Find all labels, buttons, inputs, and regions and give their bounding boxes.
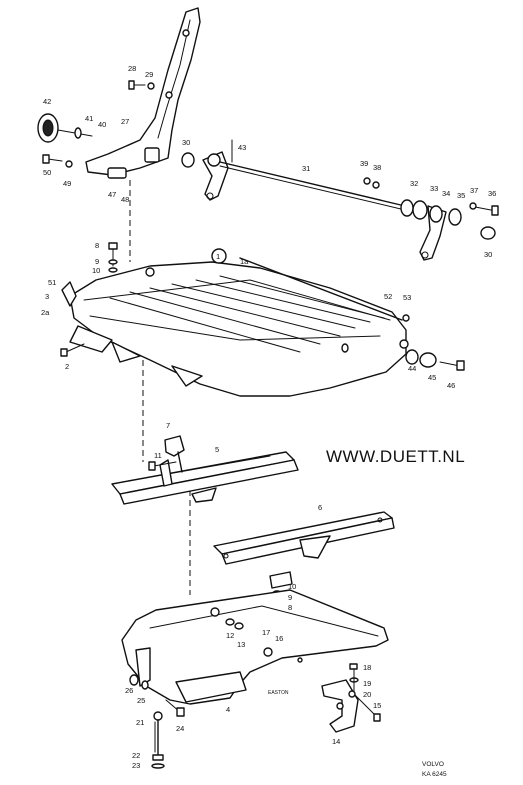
part-label: 13 xyxy=(237,640,245,649)
part-label: 42 xyxy=(43,97,51,106)
part-label: 19 xyxy=(363,679,371,688)
part-label: 2 xyxy=(65,362,69,371)
part-label: 47 xyxy=(108,190,116,199)
part-label: 28 xyxy=(128,64,136,73)
part-label: 24 xyxy=(176,724,184,733)
corner-bracket xyxy=(321,679,359,733)
part-label: 50 xyxy=(43,168,51,177)
part-label: 43 xyxy=(238,143,246,152)
part-label: 6 xyxy=(318,503,322,512)
part-label: 22 xyxy=(132,751,140,760)
part-label: 53 xyxy=(403,293,411,302)
part-label: 23 xyxy=(132,761,140,770)
part-label: 30 xyxy=(484,250,492,259)
part-label: 7 xyxy=(166,421,170,430)
watermark: WWW.DUETT.NL xyxy=(326,447,465,466)
backrest-arm xyxy=(85,7,201,179)
part-label: 32 xyxy=(410,179,418,188)
part-label: 33 xyxy=(430,184,438,193)
part-label: 12 xyxy=(226,631,234,640)
part-label: 35 xyxy=(457,191,465,200)
part-label: 44 xyxy=(408,364,416,373)
footer-brand: VOLVO xyxy=(422,761,444,768)
part-label: 15 xyxy=(373,701,381,710)
part-label: 31 xyxy=(302,164,310,173)
part-label: 37 xyxy=(470,186,478,195)
part-label: 51 xyxy=(48,278,56,287)
part-label: 38 xyxy=(373,163,381,172)
part-label: 48 xyxy=(121,195,129,204)
circled-label: 1 xyxy=(216,252,220,261)
part-label: 10 xyxy=(288,582,296,591)
frame-stamp: EASTON xyxy=(268,690,289,696)
part-label: 41 xyxy=(85,114,93,123)
part-label: 10 xyxy=(92,266,100,275)
part-label: 8 xyxy=(95,241,99,250)
part-label: 11 xyxy=(154,451,162,460)
part-label: 30 xyxy=(182,138,190,147)
part-label: 25 xyxy=(137,696,145,705)
part-label: 29 xyxy=(145,70,153,79)
circled-callout xyxy=(211,248,227,264)
part-label: 9 xyxy=(288,593,292,602)
part-label: 2a xyxy=(41,308,50,317)
part-label: 21 xyxy=(136,718,144,727)
part-label: 46 xyxy=(447,381,455,390)
part-label: 34 xyxy=(442,189,450,198)
part-label: 8 xyxy=(288,603,292,612)
part-label: 26 xyxy=(125,686,133,695)
part-label: 45 xyxy=(428,373,436,382)
part-label: 20 xyxy=(363,690,371,699)
part-label: 3 xyxy=(45,292,49,301)
part-label: 16 xyxy=(275,634,283,643)
base-frame xyxy=(121,589,389,705)
upper-rail xyxy=(111,451,299,505)
part-label: 36 xyxy=(488,189,496,198)
part-label: 4 xyxy=(226,705,230,714)
part-label: 17 xyxy=(262,628,270,637)
part-labels: 28 29 42 41 40 27 50 49 47 48 30 43 31 3… xyxy=(41,64,496,770)
seat-frame xyxy=(61,257,410,397)
part-label: 5 xyxy=(215,445,219,454)
part-label: 27 xyxy=(121,117,129,126)
part-label: 9 xyxy=(95,257,99,266)
part-label: 14 xyxy=(332,737,340,746)
part-label: 1a xyxy=(240,257,249,266)
part-label: 49 xyxy=(63,179,71,188)
lower-rail xyxy=(213,511,395,565)
shaft-assembly xyxy=(181,139,499,261)
part-label: 39 xyxy=(360,159,368,168)
footer-code: KA 6245 xyxy=(422,771,447,778)
part-label: 40 xyxy=(98,120,106,129)
part-label: 18 xyxy=(363,663,371,672)
part-label: 52 xyxy=(384,292,392,301)
adjust-knob xyxy=(37,113,93,143)
